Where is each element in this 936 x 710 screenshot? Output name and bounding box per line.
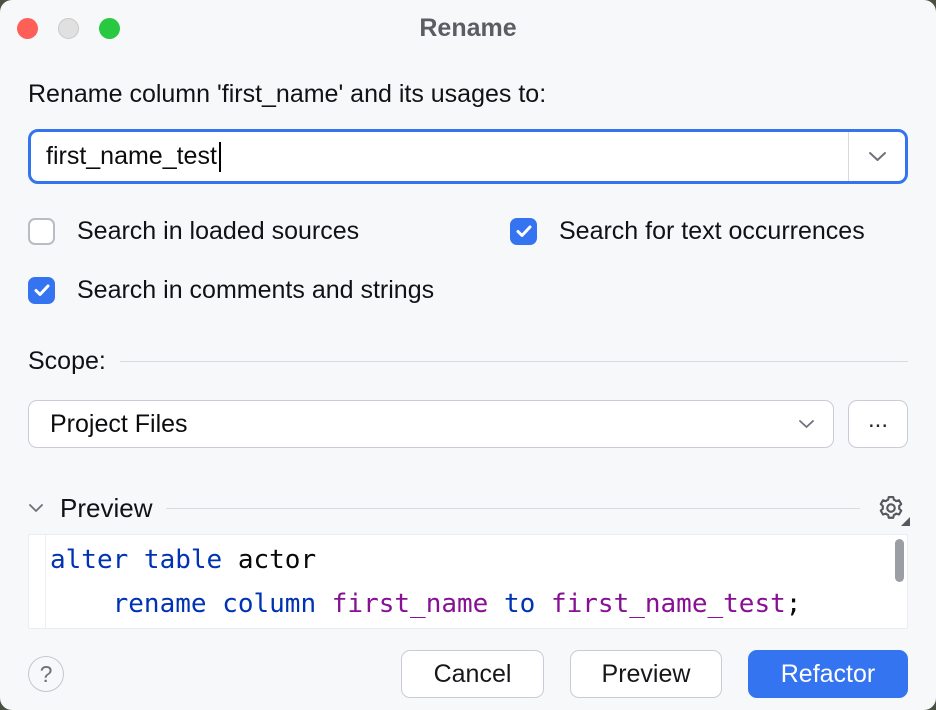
scope-separator-line bbox=[119, 361, 908, 362]
dropdown-corner-icon bbox=[901, 517, 910, 526]
title-bar: Rename bbox=[0, 0, 936, 56]
scope-browse-button[interactable]: ... bbox=[848, 400, 908, 448]
preview-section-header[interactable]: Preview bbox=[28, 491, 910, 526]
traffic-lights bbox=[17, 18, 120, 39]
zoom-button[interactable] bbox=[99, 18, 120, 39]
checkbox-search-comments-strings[interactable]: Search in comments and strings bbox=[28, 276, 510, 305]
refactor-button[interactable]: Refactor bbox=[748, 650, 908, 698]
search-options: Search in loaded sources Search for text… bbox=[28, 217, 908, 305]
gear-icon bbox=[879, 495, 903, 519]
scope-combobox[interactable]: Project Files bbox=[28, 400, 834, 448]
preview-button[interactable]: Preview bbox=[570, 650, 722, 698]
chevron-down-icon bbox=[868, 152, 886, 161]
name-history-dropdown-button[interactable] bbox=[848, 132, 905, 181]
checkmark-icon bbox=[34, 284, 49, 296]
help-button[interactable]: ? bbox=[28, 656, 64, 692]
sql-code-preview: alter table actor rename column first_na… bbox=[50, 545, 802, 619]
rename-prompt-label: Rename column 'first_name' and its usage… bbox=[28, 80, 547, 108]
code-preview-panel: alter table actor rename column first_na… bbox=[28, 534, 908, 629]
editor-gutter bbox=[29, 535, 46, 628]
scope-section-header: Scope: bbox=[28, 347, 908, 376]
scope-selected-value: Project Files bbox=[50, 409, 188, 438]
checkmark-icon bbox=[516, 225, 531, 237]
collapse-chevron-icon[interactable] bbox=[28, 503, 44, 513]
checkbox-search-text-occurrences[interactable]: Search for text occurrences bbox=[510, 217, 908, 246]
checkbox-box bbox=[510, 218, 537, 245]
close-button[interactable] bbox=[17, 18, 38, 39]
window-title: Rename bbox=[419, 13, 517, 42]
new-name-value: first_name_test bbox=[46, 142, 217, 170]
preview-settings-button[interactable] bbox=[874, 491, 910, 526]
checkbox-search-loaded-sources[interactable]: Search in loaded sources bbox=[28, 217, 510, 246]
new-name-input[interactable]: first_name_test bbox=[28, 129, 908, 184]
cancel-button[interactable]: Cancel bbox=[401, 650, 544, 698]
checkbox-box bbox=[28, 218, 55, 245]
vertical-scrollbar[interactable] bbox=[895, 539, 904, 582]
preview-separator-line bbox=[166, 507, 860, 509]
scope-label: Scope: bbox=[28, 347, 106, 375]
checkbox-box bbox=[28, 277, 55, 304]
minimize-button[interactable] bbox=[58, 18, 79, 39]
chevron-down-icon bbox=[799, 420, 814, 428]
text-caret bbox=[218, 141, 221, 172]
preview-label: Preview bbox=[60, 492, 153, 523]
